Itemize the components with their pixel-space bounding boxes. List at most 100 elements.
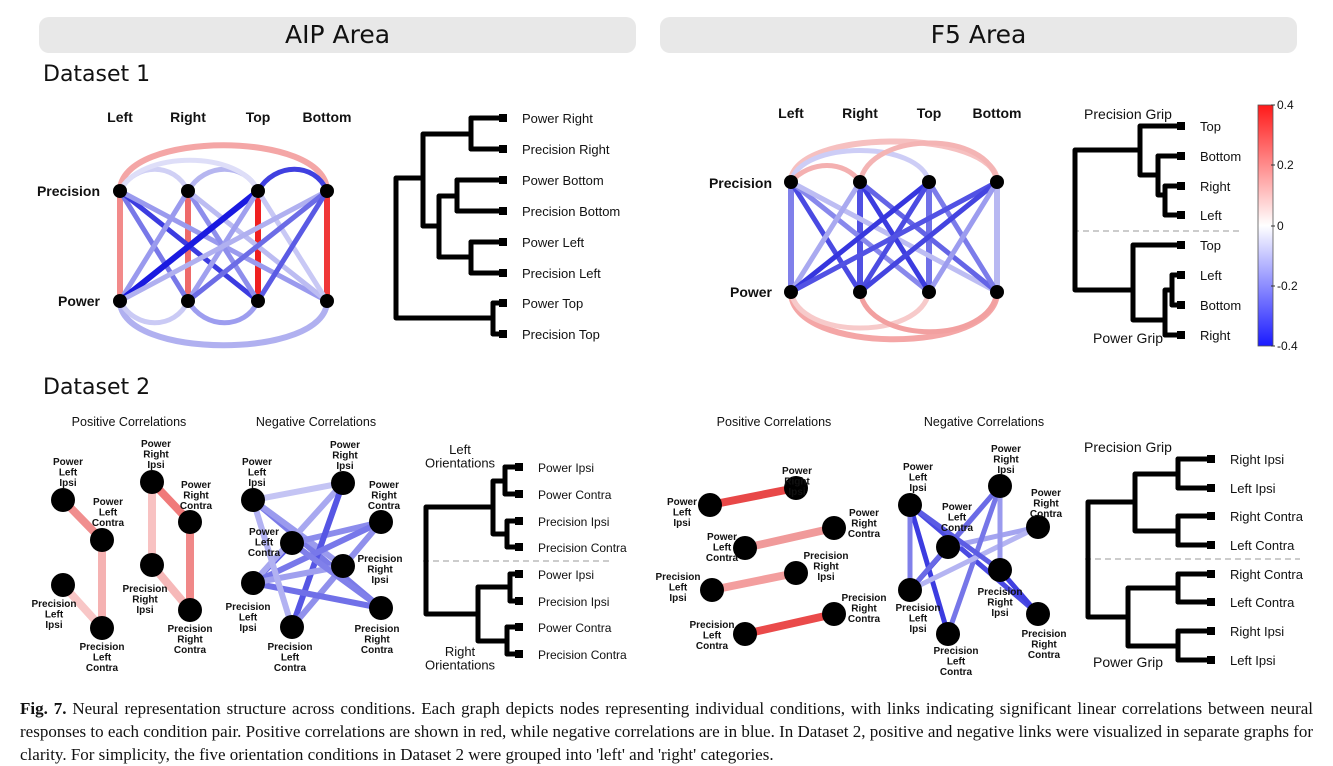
colorbar-tick-label: -0.4: [1277, 339, 1298, 353]
caption-label: Fig. 7.: [20, 699, 67, 718]
node: [369, 510, 393, 534]
node-label-xlc: Left: [93, 653, 112, 664]
arc: [255, 166, 330, 194]
f5-d1-leaf-label: Right: [1200, 179, 1231, 194]
leaf-marker: [1177, 211, 1185, 219]
aip-d2-leaf-label: Precision Ipsi: [538, 595, 609, 609]
f5-d1-leaf-label: Left: [1200, 208, 1222, 223]
node-label-xlc: Left: [947, 657, 966, 668]
node-label-pri: Right: [332, 451, 358, 462]
link: [117, 188, 191, 304]
column-label-right: Right: [170, 109, 206, 125]
node-label-xlc: Contra: [274, 663, 307, 674]
leaf-marker: [515, 517, 523, 525]
group-label-left-orientations: Left: [449, 442, 471, 457]
f5-d1-leaf-label: Bottom: [1200, 149, 1241, 164]
node-label-plc: Contra: [248, 548, 281, 559]
dendrogram-branch: [423, 504, 496, 617]
node-label-xli: Precision: [225, 602, 270, 613]
arc: [185, 298, 261, 326]
leaf-marker: [1207, 455, 1215, 463]
node-label-pri: Power: [782, 466, 812, 477]
node-label-prc: Power: [849, 508, 879, 519]
node-label-xlc: Left: [703, 631, 722, 642]
group-label-right-orientations: Orientations: [425, 658, 496, 673]
leaf-marker: [515, 623, 523, 631]
colorbar-tick-label: 0.2: [1277, 158, 1294, 172]
node-label-plc: Power: [93, 497, 123, 508]
node-label-pli: Power: [53, 457, 83, 468]
column-label-top: Top: [246, 109, 271, 125]
leaf-marker: [499, 330, 507, 338]
arc: [117, 142, 330, 194]
node: [251, 294, 265, 308]
node: [113, 294, 127, 308]
node-label-pli: Left: [59, 468, 78, 479]
leaf-marker: [1177, 152, 1185, 160]
leaf-marker: [499, 269, 507, 277]
node-label-plc: Power: [942, 502, 972, 513]
group-label-power-grip: Power Grip: [1093, 654, 1163, 670]
node: [181, 184, 195, 198]
node: [369, 596, 393, 620]
node-label-pri: Right: [784, 477, 810, 488]
arc: [788, 289, 932, 331]
arc: [117, 298, 330, 349]
node: [898, 493, 922, 517]
node: [113, 184, 127, 198]
aip-d2-leaf-label: Power Ipsi: [538, 568, 594, 582]
node-label-plc: Contra: [92, 518, 125, 529]
leaf-marker: [499, 207, 507, 215]
arc: [788, 289, 1000, 343]
aip-d1-leaf-label: Power Top: [522, 296, 583, 311]
node: [784, 285, 798, 299]
dendrogram-branch: [436, 239, 474, 276]
node: [1026, 602, 1050, 626]
link: [289, 519, 384, 546]
aip-d1-leaf-label: Power Left: [522, 235, 585, 250]
node-label-plc: Left: [713, 543, 732, 554]
aip-d2-leaf-label: Precision Contra: [538, 541, 627, 555]
node: [822, 602, 846, 626]
node-label-xli: Precision: [895, 603, 940, 614]
column-label-right: Right: [842, 105, 878, 121]
node: [140, 470, 164, 494]
node: [784, 476, 808, 500]
node-label-pli: Left: [909, 473, 928, 484]
node-label-plc: Left: [99, 508, 118, 519]
node-label-pli: Power: [667, 497, 697, 508]
node: [251, 184, 265, 198]
link: [926, 179, 1000, 295]
leaf-marker: [1207, 570, 1215, 578]
leaf-marker: [1207, 484, 1215, 492]
colorbar-tick-label: -0.2: [1277, 279, 1298, 293]
link: [117, 188, 261, 304]
node: [320, 294, 334, 308]
column-label-bottom: Bottom: [973, 105, 1022, 121]
node-label-xrc: Right: [177, 635, 203, 646]
row-label-precision: Precision: [37, 183, 100, 199]
node-label-xri: Precision: [977, 587, 1022, 598]
node-label-xrc: Precision: [841, 593, 886, 604]
node: [1026, 515, 1050, 539]
aip-d1-leaf-label: Precision Right: [522, 142, 610, 157]
node-label-xlc: Precision: [689, 620, 734, 631]
node: [784, 175, 798, 189]
f5-d2-leaf-label: Right Contra: [1230, 567, 1304, 582]
node-label-xrc: Contra: [848, 614, 881, 625]
node-label-xlc: Contra: [696, 641, 729, 652]
aip-d1-leaf-label: Power Right: [522, 111, 593, 126]
arc: [857, 289, 1000, 335]
aip-d1-leaf-label: Power Bottom: [522, 173, 604, 188]
dataset-1-label: Dataset 1: [43, 62, 151, 87]
link: [117, 188, 330, 304]
leaf-marker: [1177, 331, 1185, 339]
dendrogram-branch: [1130, 242, 1178, 338]
f5-d1-leaf-label: Right: [1200, 328, 1231, 343]
node-label-xli: Ipsi: [669, 593, 686, 604]
node-label-prc: Power: [369, 480, 399, 491]
aip-d2-leaf-label: Precision Ipsi: [538, 515, 609, 529]
colorbar-tick-label: 0.4: [1277, 98, 1294, 112]
node-label-plc: Power: [249, 527, 279, 538]
